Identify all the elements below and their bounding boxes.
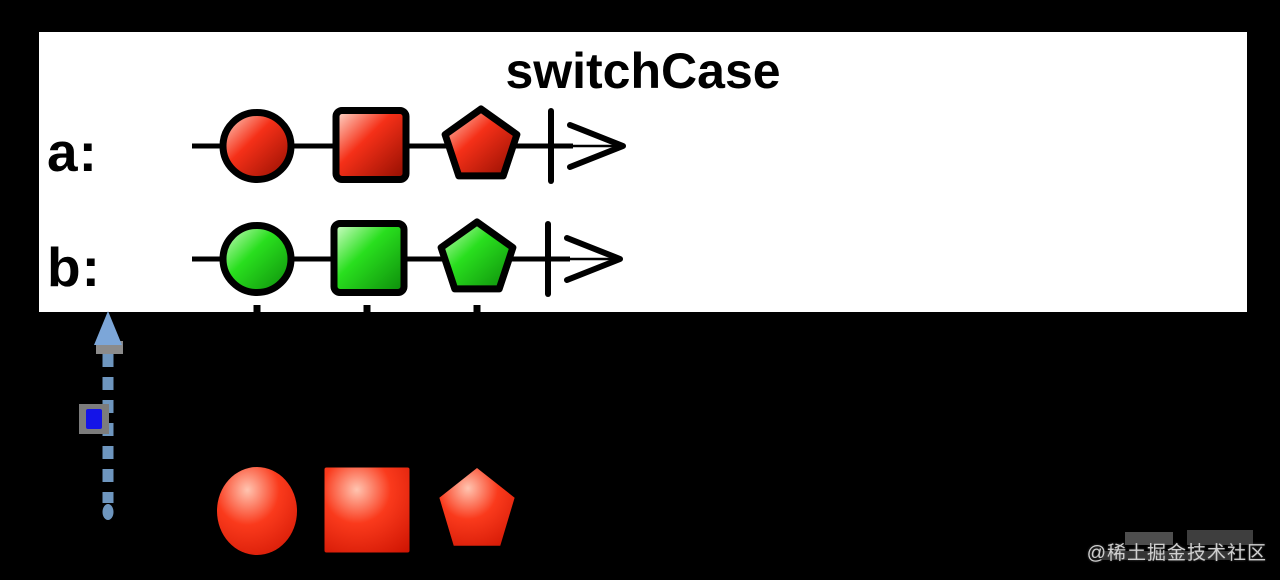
- stream-b: [192, 218, 623, 297]
- marble-square: [324, 467, 410, 553]
- arrowhead-icon: [564, 235, 623, 283]
- panel-tick: [363, 305, 371, 312]
- stream-a: [192, 105, 626, 184]
- marble-square[interactable]: [330, 220, 408, 296]
- watermark-artifact: [1125, 532, 1173, 545]
- drag-handle[interactable]: [86, 409, 102, 429]
- marble-square[interactable]: [332, 107, 410, 183]
- arrowhead-icon: [567, 122, 626, 170]
- diagram-title: switchCase: [505, 43, 781, 99]
- marble-circle[interactable]: [219, 109, 295, 183]
- marble-circle[interactable]: [219, 222, 295, 296]
- watermark-artifact: [1102, 551, 1230, 560]
- watermark: @稀土掘金技术社区: [1086, 543, 1267, 564]
- marble-circle: [217, 467, 297, 555]
- panel-tick: [473, 305, 481, 312]
- dashed-line-end: [102, 504, 114, 520]
- marble-pentagon: [439, 468, 515, 546]
- marble-pentagon[interactable]: [437, 218, 517, 293]
- panel-tick: [253, 305, 261, 312]
- up-arrow-icon: [94, 311, 122, 345]
- stream-a-label: a:: [47, 121, 98, 183]
- watermark-artifact: [1187, 530, 1253, 545]
- drag-indicator: [79, 311, 123, 520]
- marble-pentagon[interactable]: [441, 105, 521, 180]
- output-shapes: [217, 467, 515, 555]
- stream-b-label: b:: [47, 236, 101, 298]
